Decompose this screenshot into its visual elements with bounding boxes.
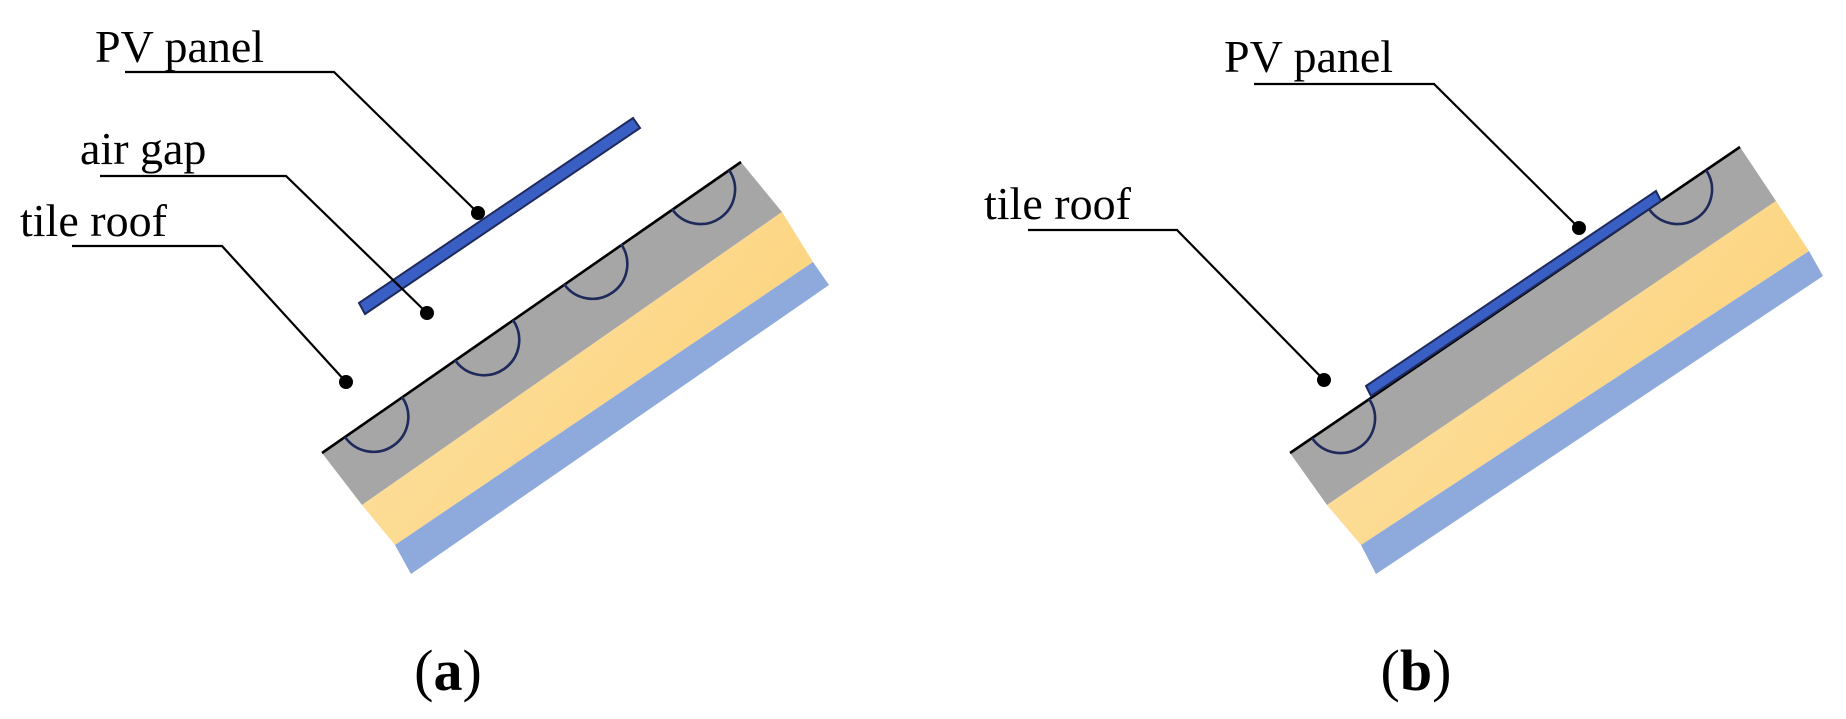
pv-panel-a xyxy=(357,116,642,316)
leader-tile-roof-b xyxy=(1028,228,1325,381)
roof-layer-yellow-a xyxy=(362,212,813,545)
roof-surface-line-a xyxy=(321,160,742,455)
leader-dot-air-gap-a xyxy=(420,306,434,320)
leader-tile-roof-a xyxy=(72,244,347,383)
panel-b: PV panel tile roof (b) xyxy=(984,31,1823,703)
roof-layer-yellow-b xyxy=(1327,201,1809,545)
roof-tile-a2 xyxy=(453,319,521,377)
caption-b: (b) xyxy=(1381,638,1452,703)
roof-tile-b1 xyxy=(1310,398,1377,455)
leader-dot-tile-a xyxy=(339,375,353,389)
roof-tile-a3 xyxy=(562,243,629,301)
leader-dot-tile-b xyxy=(1317,373,1331,387)
roof-tile-a1 xyxy=(343,396,410,454)
roof-layer-gray-a xyxy=(322,162,782,505)
caption-a: (a) xyxy=(414,638,482,703)
leader-air-gap-a xyxy=(100,174,428,314)
roof-layer-gray-b xyxy=(1290,147,1776,505)
roof-layer-blue-b xyxy=(1361,251,1823,574)
label-pv-panel-b: PV panel xyxy=(1224,31,1393,82)
label-tile-roof-a: tile roof xyxy=(20,195,168,246)
label-air-gap-a: air gap xyxy=(80,123,206,174)
roof-tile-b2 xyxy=(1647,169,1714,226)
roof-layer-blue-a xyxy=(395,262,829,574)
leader-dot-pv-b xyxy=(1572,221,1586,235)
label-tile-roof-b: tile roof xyxy=(984,178,1132,229)
label-pv-panel-a: PV panel xyxy=(95,21,264,72)
panel-a: PV panel air gap tile roof (a) xyxy=(20,21,829,703)
leader-dot-pv-a xyxy=(471,206,485,220)
leader-pv-panel-a xyxy=(125,70,479,214)
leader-pv-panel-b xyxy=(1254,82,1580,229)
pv-panel-b xyxy=(1364,189,1663,398)
roof-tile-a4 xyxy=(670,169,737,226)
